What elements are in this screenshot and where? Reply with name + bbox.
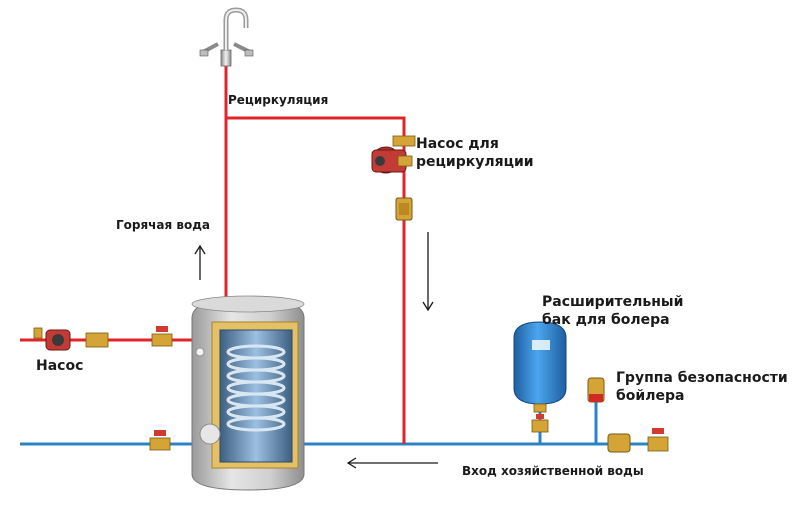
safety-group-label-line-2: бойлера <box>616 387 685 404</box>
faucet-icon <box>199 7 254 67</box>
arrow-up-icon <box>194 244 206 280</box>
recirculation-pump-label-line-2: рециркуляции <box>416 153 534 170</box>
arrow-down-icon <box>422 232 434 312</box>
expansion-tank-label-line-2: бак для болера <box>542 311 670 328</box>
check-valve-icon <box>395 197 413 221</box>
safety-group-label-line-1: Группа безопасности <box>616 370 788 386</box>
heat-exchanger-coil <box>226 344 286 432</box>
safety-valve-icon <box>587 377 605 403</box>
pump-icon <box>33 327 109 351</box>
cold-water-pipe <box>20 400 668 446</box>
recirculation-label: Рециркуляция <box>228 93 329 107</box>
recirculation-pump-label: Насос для рециркуляции <box>416 136 534 171</box>
safety-group-label: Группа безопасности бойлера <box>616 370 788 405</box>
expansion-tank-label-line-1: Расширительный <box>542 294 684 310</box>
pump-label: Насос <box>36 358 84 374</box>
expansion-tank-label: Расширительный бак для болера <box>542 294 683 329</box>
cold-water-inlet-label: Вход хозяйственной воды <box>462 464 644 478</box>
arrow-left-icon <box>346 457 438 469</box>
recirculation-pump-label-line-1: Насос для <box>416 136 499 152</box>
boiler-icon <box>191 295 305 491</box>
hot-water-label: Горячая вода <box>116 218 211 232</box>
recirculation-pump-icon <box>371 135 416 174</box>
ball-valve-icon <box>647 428 669 452</box>
ball-valve-icon <box>149 430 171 451</box>
ball-valve-icon <box>151 326 173 347</box>
filter-icon <box>607 433 631 453</box>
expansion-tank-icon <box>513 321 567 433</box>
